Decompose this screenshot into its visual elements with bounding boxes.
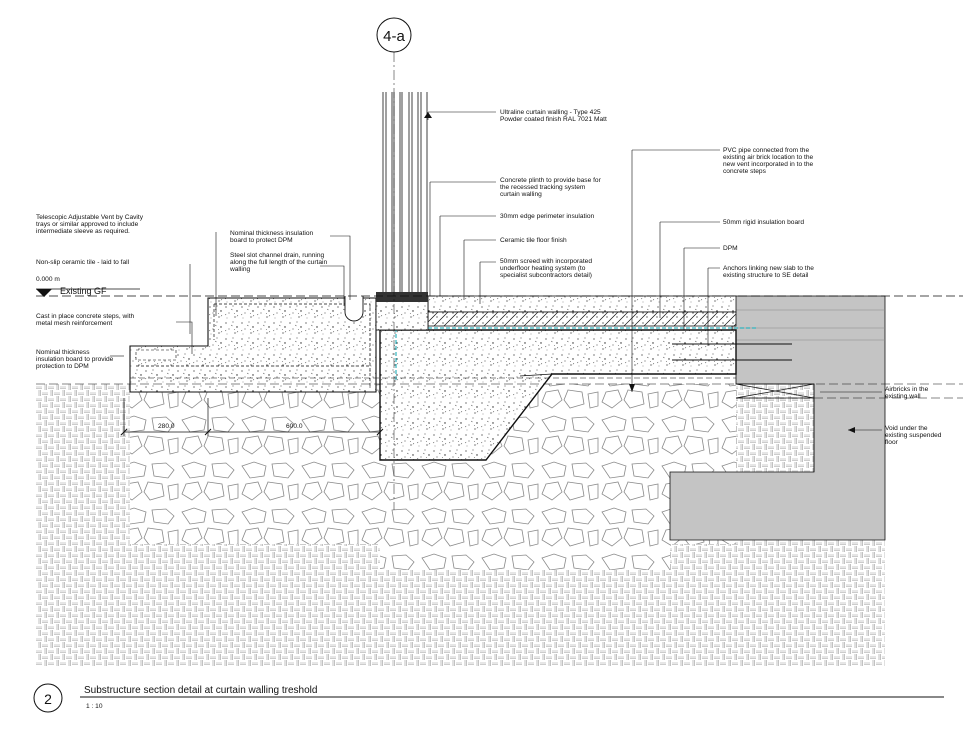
leader-lines <box>110 111 882 431</box>
dimension-280: 280.0 <box>158 423 175 430</box>
concrete-plinth <box>375 299 429 331</box>
note-rigid-insulation: 50mm rigid insulation board <box>723 219 804 226</box>
note-ceramic-floor: Ceramic tile floor finish <box>500 237 567 244</box>
rigid-insulation <box>427 311 737 327</box>
section-tag-circle <box>376 17 412 53</box>
note-airbricks: Airbricks in the existing wall <box>885 386 930 400</box>
note-curtain-walling: Ultraline curtain walling - Type 425 Pow… <box>500 109 607 123</box>
dimension-600: 600.0 <box>286 423 303 430</box>
note-dpm: DPM <box>723 245 738 252</box>
hardcore-stones-lower <box>380 460 670 570</box>
note-screed: 50mm screed with incorporated underfloor… <box>500 258 594 279</box>
tracking-system <box>376 292 428 302</box>
level-value: 0.000 m <box>36 276 60 283</box>
level-name: Existing GF <box>60 286 107 296</box>
note-insulation-dpm: Nominal thickness insulation board to pr… <box>230 230 315 244</box>
title-text: Substructure section detail at curtain w… <box>84 685 317 696</box>
section-tag: 4-a <box>383 28 405 45</box>
note-concrete-steps: Cast in place concrete steps, with metal… <box>36 313 136 327</box>
anchors <box>672 343 792 361</box>
note-ceramic-tile-steps: Non-slip ceramic tile - laid to fall <box>36 259 130 266</box>
screed-layer <box>427 295 737 313</box>
slot-channel-drain <box>344 296 364 322</box>
note-pvc-pipe: PVC pipe connected from the existing air… <box>723 147 815 175</box>
note-telescopic-vent: Telescopic Adjustable Vent by Cavity tra… <box>36 214 145 235</box>
dimension-line <box>120 398 384 436</box>
title-number: 2 <box>44 691 52 707</box>
level-marker-icon <box>36 289 52 297</box>
note-slot-drain: Steel slot channel drain, running along … <box>229 252 329 273</box>
curtain-wall <box>382 92 428 292</box>
title-number-circle <box>33 683 63 713</box>
note-insulation-board: Nominal thickness insulation board to pr… <box>36 349 115 370</box>
note-concrete-plinth: Concrete plinth to provide base for the … <box>500 177 603 198</box>
note-void: Void under the existing suspended floor <box>885 425 943 446</box>
title-scale: 1 : 10 <box>86 703 103 710</box>
note-edge-insulation: 30mm edge perimeter insulation <box>500 213 595 220</box>
note-anchors: Anchors linking new slab to the existing… <box>723 265 816 279</box>
